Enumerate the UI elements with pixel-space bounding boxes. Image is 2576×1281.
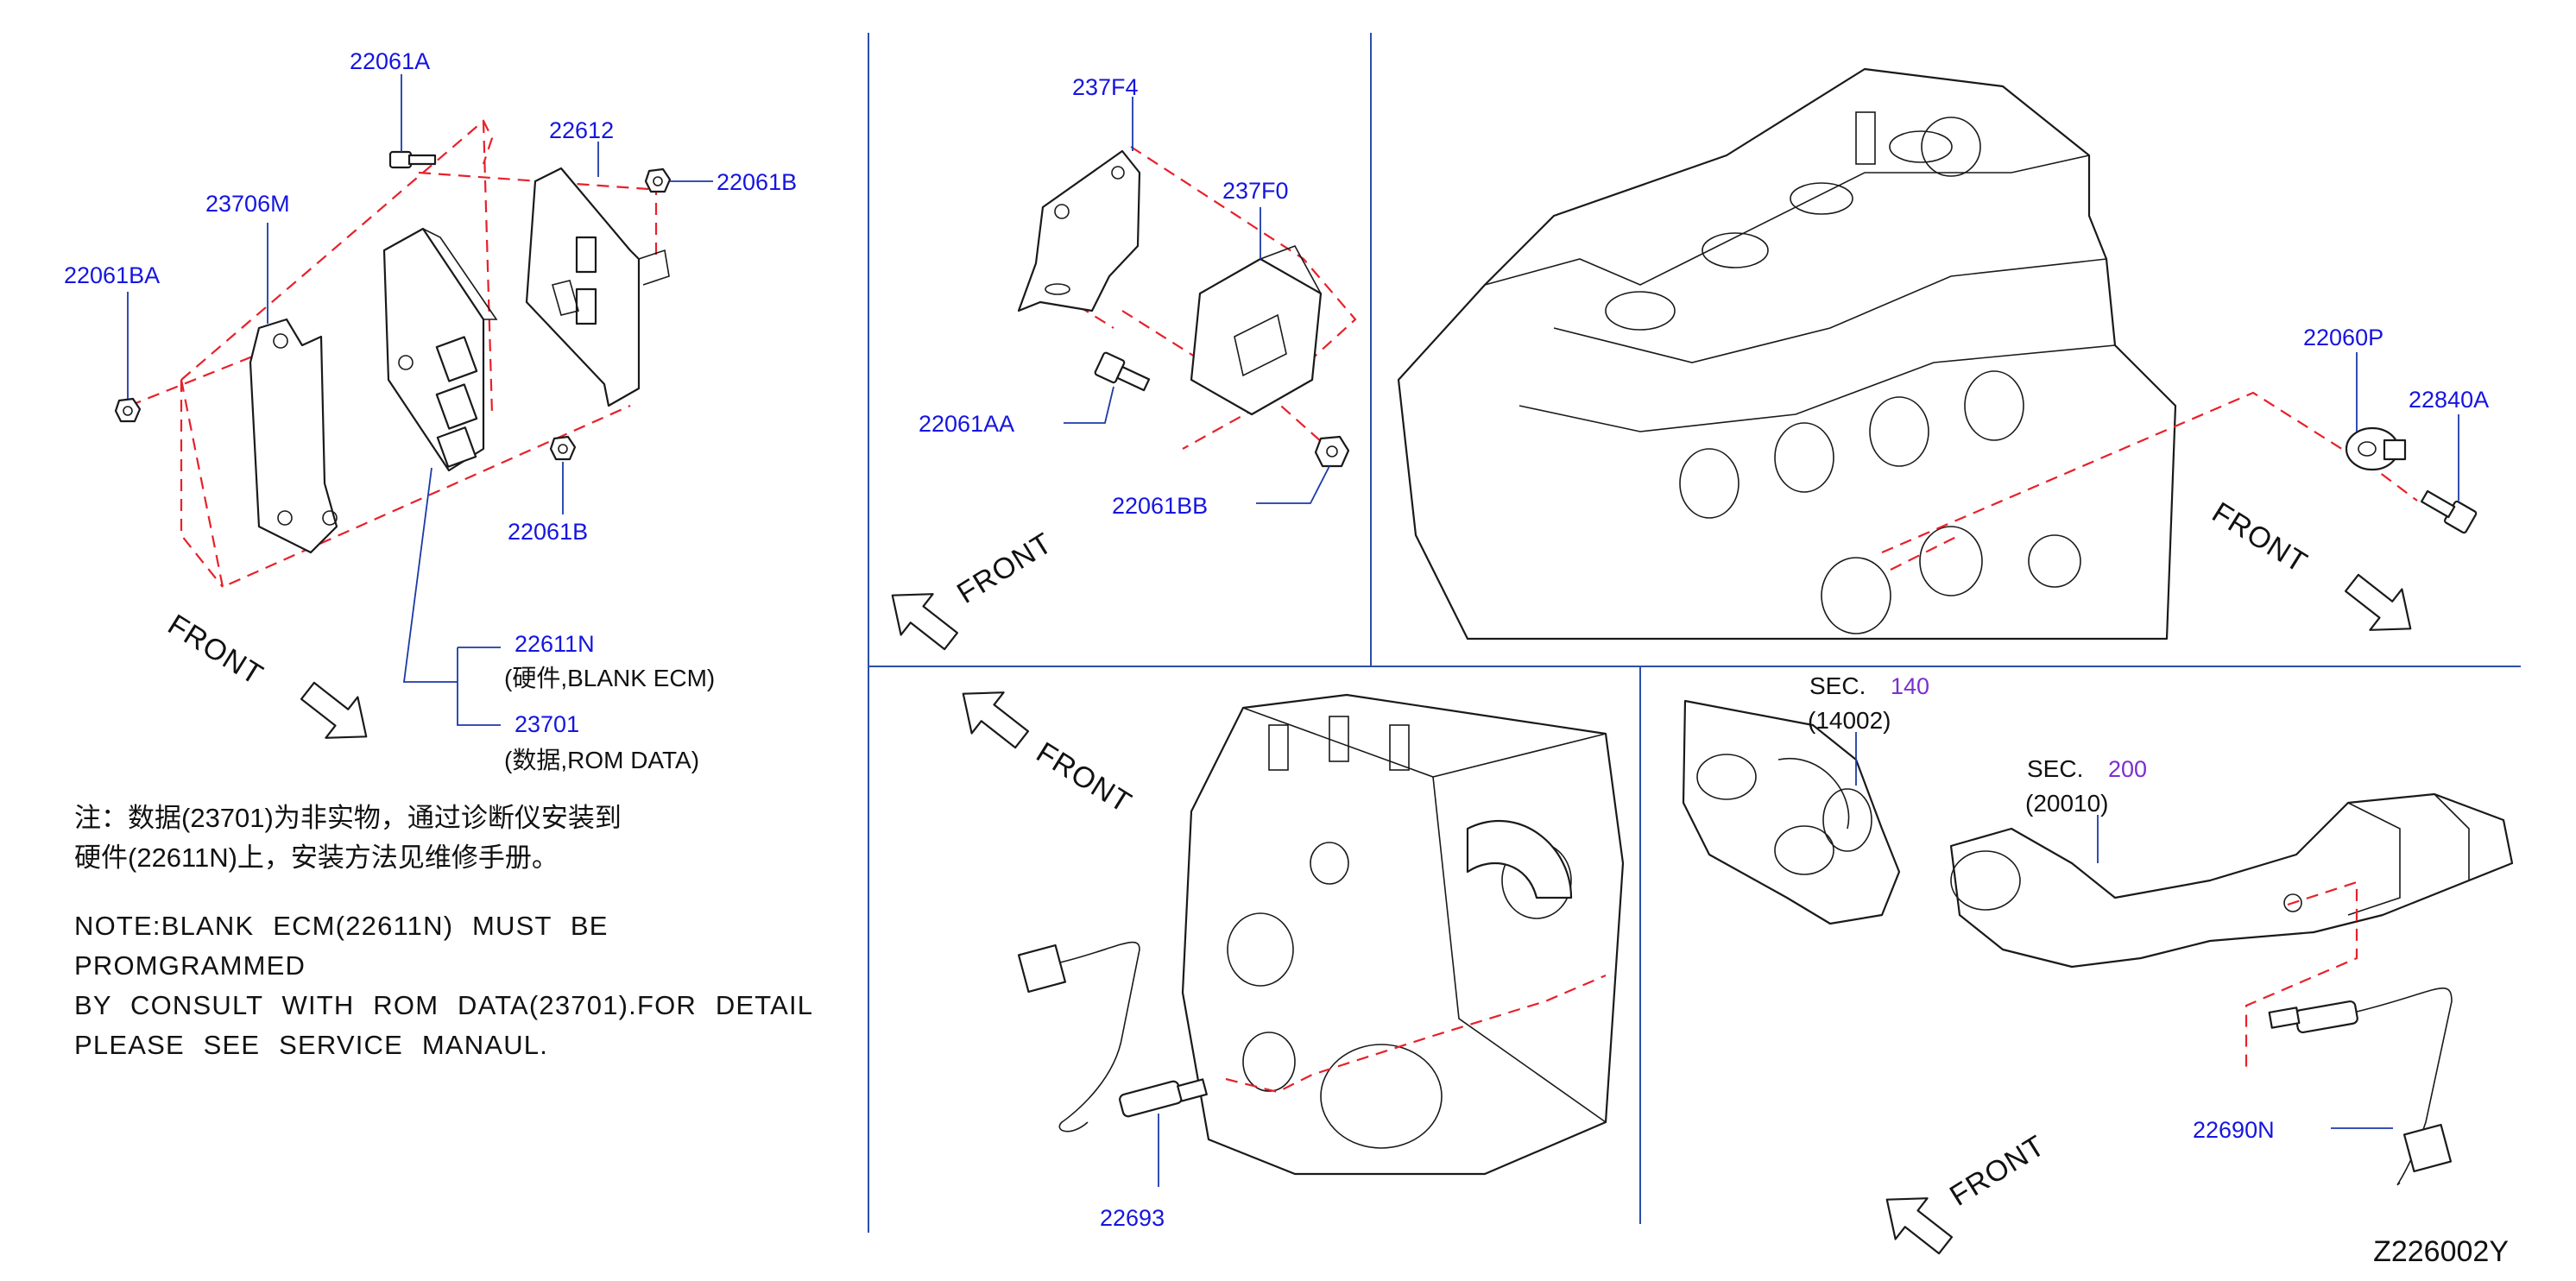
note-en-line-3: PLEASE SEE SERVICE MANAUL. <box>74 1030 549 1060</box>
label-23706m: 23706M <box>205 191 290 217</box>
front-arrow-2: FRONT <box>891 527 1058 651</box>
sec140-ref: (14002) <box>1808 707 1891 734</box>
nut-22061b-bottom <box>549 435 577 461</box>
knock-sensor-22060p <box>2345 426 2407 471</box>
front-arrow-3: FRONT <box>2207 496 2412 631</box>
front-label-2: FRONT <box>951 527 1058 610</box>
module-237f0 <box>1190 257 1323 416</box>
bracket-237f4 <box>1017 149 1141 312</box>
note-en-line-1: NOTE:BLANK ECM(22611N) MUST BE PROMGRAMM… <box>74 911 609 981</box>
label-22061bb: 22061BB <box>1112 493 1208 519</box>
exhaust-manifold <box>1682 699 1901 925</box>
front-arrow-1: FRONT <box>162 609 368 739</box>
label-22840a: 22840A <box>2409 387 2489 413</box>
front-label-1: FRONT <box>162 609 269 692</box>
ecm-bracket-22612 <box>525 167 641 407</box>
leaders-panel-1 <box>127 74 713 726</box>
nut-22061bb <box>1314 435 1350 468</box>
knock-sensor-assembly <box>1881 391 2478 571</box>
engine-block-side <box>1181 693 1625 1176</box>
nut-22061b-top <box>644 167 672 193</box>
module-237f0-assembly <box>1017 146 1357 468</box>
label-22061aa: 22061AA <box>919 411 1014 437</box>
front-label-5: FRONT <box>1944 1129 2051 1213</box>
o2-sensor-22693-assembly <box>1017 941 1607 1133</box>
o2-sensor-22690n <box>2268 988 2453 1186</box>
front-label-4: FRONT <box>1031 736 1138 820</box>
ecm-assembly <box>114 119 672 589</box>
ecm-bracket-23706m <box>249 318 338 554</box>
note-cn-line-2: 硬件(22611N)上，安装方法见维修手册。 <box>74 842 559 873</box>
catalytic-converter <box>1949 792 2514 969</box>
note-chinese: 注：数据(23701)为非实物，通过诊断仪安装到 硬件(22611N)上，安装方… <box>74 798 834 878</box>
bolt-22061a <box>388 150 437 169</box>
front-arrow-5: FRONT <box>1885 1129 2051 1255</box>
label-22611n: 22611N <box>515 631 595 657</box>
bolt-22061aa <box>1094 351 1151 392</box>
engine-head-top <box>1397 67 2177 640</box>
label-22693: 22693 <box>1100 1205 1165 1231</box>
note-cn-line-1: 注：数据(23701)为非实物，通过诊断仪安装到 <box>74 803 622 833</box>
figure-id: Z226002Y <box>2373 1235 2509 1268</box>
label-23701-desc: (数据,ROM DATA) <box>504 747 699 773</box>
label-22611n-desc: (硬件,BLANK ECM) <box>504 665 715 691</box>
label-22060p: 22060P <box>2303 325 2383 350</box>
nut-22061ba <box>114 397 142 423</box>
sec140-label: SEC. <box>1809 672 1866 699</box>
bolt-22840a <box>2420 489 2478 534</box>
note-en-line-2: BY CONSULT WITH ROM DATA(23701).FOR DETA… <box>74 990 814 1020</box>
panel-borders <box>868 33 2521 1233</box>
label-22061b-top: 22061B <box>717 169 797 195</box>
label-22061a: 22061A <box>350 48 430 74</box>
note-english: NOTE:BLANK ECM(22611N) MUST BE PROMGRAMM… <box>74 906 834 1065</box>
label-22612: 22612 <box>549 117 614 143</box>
label-22690n: 22690N <box>2193 1117 2275 1143</box>
sec200-ref: (20010) <box>2025 790 2109 817</box>
label-23701: 23701 <box>515 711 579 737</box>
label-22061b-bottom: 22061B <box>508 519 588 545</box>
label-237f4: 237F4 <box>1072 74 1139 100</box>
o2-sensor-22693 <box>1017 941 1208 1133</box>
leaders-panel-2 <box>1064 97 1330 504</box>
leaders-panel-3 <box>2356 352 2459 501</box>
sec200-number: 200 <box>2108 756 2147 782</box>
label-22061ba: 22061BA <box>64 262 160 288</box>
front-label-3: FRONT <box>2207 496 2314 580</box>
front-arrow-4: FRONT <box>962 691 1138 820</box>
o2-sensor-22690n-assembly <box>2245 880 2453 1186</box>
label-237f0: 237F0 <box>1222 178 1289 204</box>
sec200-label: SEC. <box>2027 755 2083 782</box>
sec140-number: 140 <box>1891 673 1929 699</box>
